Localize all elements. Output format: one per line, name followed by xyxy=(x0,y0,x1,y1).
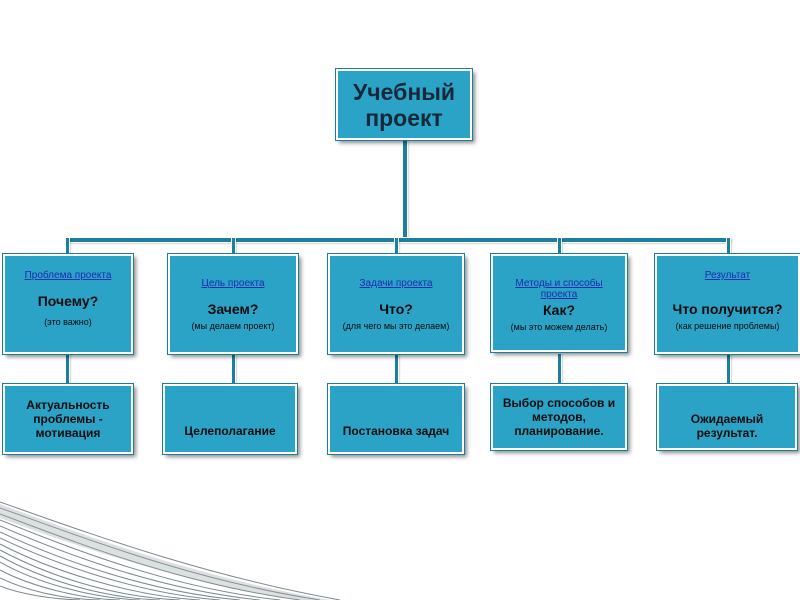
link-2 xyxy=(232,354,235,384)
root-label-line2: проект xyxy=(338,105,470,131)
result-label: Постановка задач xyxy=(339,424,453,438)
result-label: Целеполагание xyxy=(180,424,279,438)
category-question: Зачем? xyxy=(170,301,296,317)
category-title: Цель проекта xyxy=(170,278,296,289)
category-node-goal: Цель проекта Зачем? (мы делаем проект) xyxy=(168,254,298,354)
link-1 xyxy=(66,354,69,384)
category-node-result: Результат Что получится? (как решение пр… xyxy=(655,254,800,354)
root-node: Учебный проект xyxy=(336,69,472,140)
category-title: Проблема проекта xyxy=(5,270,131,281)
horizontal-bus xyxy=(66,238,730,242)
link-4 xyxy=(558,354,561,384)
link-3 xyxy=(395,354,398,384)
category-note: (это важно) xyxy=(5,317,131,327)
category-title: Результат xyxy=(657,270,798,281)
category-note: (для чего мы это делаем) xyxy=(330,321,462,331)
category-note: (мы это можем делать) xyxy=(493,322,625,332)
result-node-goal: Целеполагание xyxy=(163,384,297,454)
category-node-methods: Методы и способы проекта Как? (мы это мо… xyxy=(491,254,627,352)
decorative-stripes xyxy=(0,500,340,600)
category-question: Что получится? xyxy=(657,301,798,317)
category-node-tasks: Задачи проекта Что? (для чего мы это дел… xyxy=(328,254,464,354)
category-title: Методы и способы проекта xyxy=(493,278,625,300)
result-node-methods: Выбор способов и методов, планирование. xyxy=(491,384,627,450)
result-node-problem: Актуальность проблемы - мотивация xyxy=(3,384,133,454)
link-5 xyxy=(727,354,730,384)
category-note: (мы делаем проект) xyxy=(170,321,296,331)
category-node-problem: Проблема проекта Почему? (это важно) xyxy=(3,254,133,354)
category-note: (как решение проблемы) xyxy=(657,321,798,331)
root-label-line1: Учебный xyxy=(338,79,470,105)
category-title: Задачи проекта xyxy=(330,278,462,289)
category-question: Что? xyxy=(330,301,462,317)
result-label: Выбор способов и методов, планирование. xyxy=(493,396,625,438)
result-node-result: Ожидаемый результат. xyxy=(657,384,797,450)
result-node-tasks: Постановка задач xyxy=(328,384,464,454)
category-question: Почему? xyxy=(5,293,131,309)
root-stem xyxy=(403,141,407,239)
result-label: Актуальность проблемы - мотивация xyxy=(5,398,131,440)
result-label: Ожидаемый результат. xyxy=(659,412,795,440)
category-question: Как? xyxy=(493,302,625,318)
